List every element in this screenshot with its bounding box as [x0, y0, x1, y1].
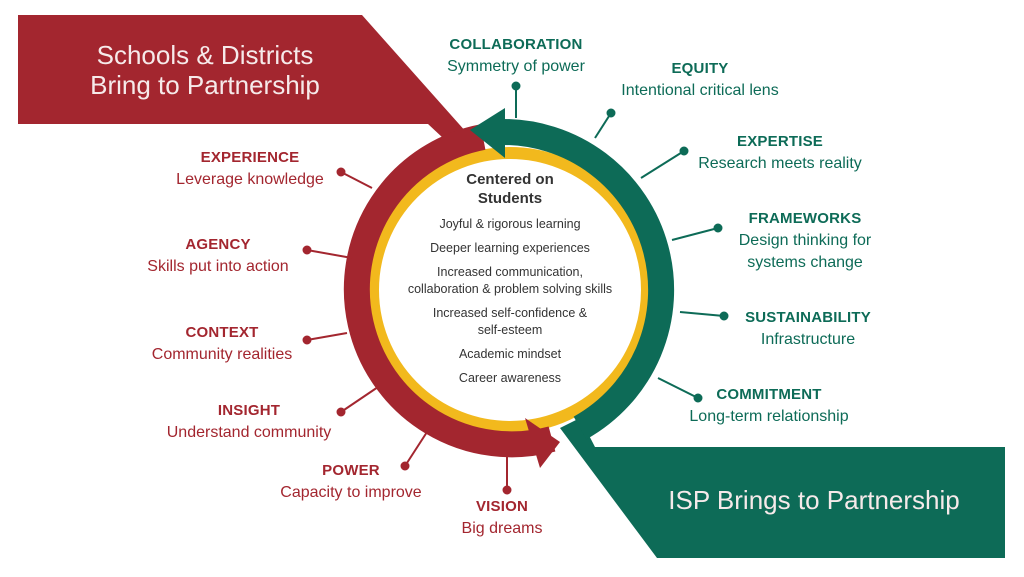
yellow-ring: [367, 147, 653, 433]
center-item: Academic mindset: [458, 347, 562, 361]
schools-banner-text: Schools & Districts Bring to Partnership: [90, 40, 320, 100]
schools-banner-line1: Schools & Districts: [96, 40, 314, 70]
center-item: Joyful & rigorous learning: [439, 217, 581, 231]
red-arrowhead: [525, 418, 560, 468]
schools-banner: [18, 15, 475, 152]
left-connectors: [302, 167, 512, 495]
center-item: Deeper learning experiences: [430, 241, 590, 255]
green-arrowhead: [470, 108, 505, 158]
center-item: Career awareness: [458, 371, 562, 385]
center-item: Increased communication,collaboration & …: [407, 265, 613, 296]
right-connectors: [511, 81, 729, 403]
green-cycle-arc: [499, 118, 675, 440]
center-item: Increased self-confidence &self-esteem: [432, 306, 588, 337]
isp-banner-text: ISP Brings to Partnership: [668, 485, 960, 515]
isp-banner: [560, 418, 1005, 558]
red-cycle-arc: [343, 124, 556, 458]
schools-banner-line2: Bring to Partnership: [90, 70, 320, 100]
